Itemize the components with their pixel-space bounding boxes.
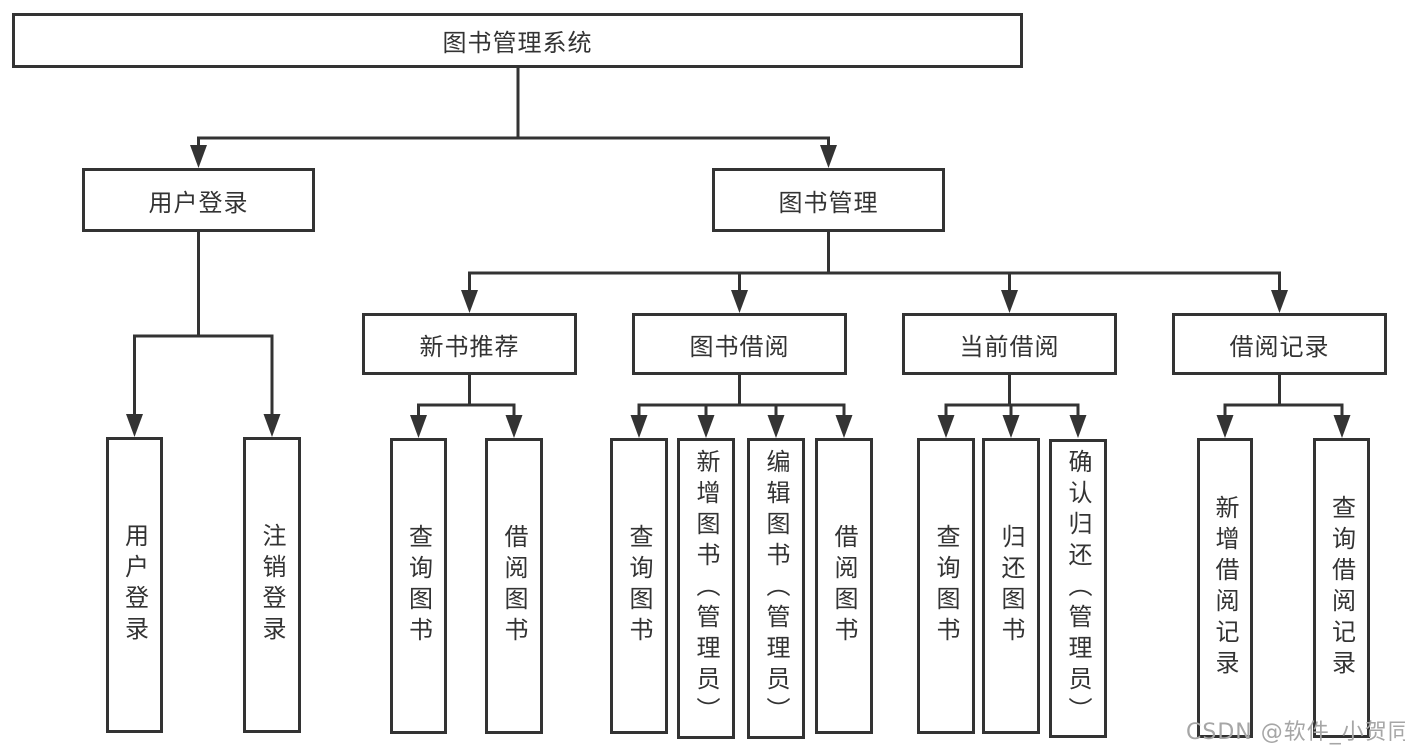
node-leaf-add-borrow-record: 新增借阅记录 — [1197, 438, 1253, 738]
node-borrow-record: 借阅记录 — [1172, 313, 1387, 375]
node-new-book-recommend: 新书推荐 — [362, 313, 577, 375]
node-leaf-confirm-return-admin: 确认归还（管理员） — [1049, 439, 1107, 738]
node-current-borrow: 当前借阅 — [902, 313, 1117, 375]
node-leaf-edit-book-admin: 编辑图书（管理员） — [747, 438, 805, 739]
node-leaf-borrow-book-2: 借阅图书 — [815, 438, 873, 734]
node-leaf-logout: 注销登录 — [243, 437, 301, 733]
node-leaf-user-login: 用户登录 — [106, 437, 163, 733]
node-leaf-query-book-1: 查询图书 — [390, 438, 447, 734]
node-user-login: 用户登录 — [82, 168, 315, 232]
node-leaf-query-book-3: 查询图书 — [917, 438, 975, 734]
watermark: CSDN @软件_小贺同学 — [1186, 720, 1405, 745]
node-leaf-add-book-admin: 新增图书（管理员） — [677, 438, 735, 739]
node-library-management-system: 图书管理系统 — [12, 13, 1023, 68]
node-leaf-return-book: 归还图书 — [982, 438, 1040, 734]
node-leaf-query-book-2: 查询图书 — [610, 438, 668, 734]
node-leaf-borrow-book-1: 借阅图书 — [485, 438, 543, 734]
node-book-borrow: 图书借阅 — [632, 313, 847, 375]
node-leaf-query-borrow-record: 查询借阅记录 — [1313, 438, 1370, 738]
node-book-management: 图书管理 — [712, 168, 945, 232]
